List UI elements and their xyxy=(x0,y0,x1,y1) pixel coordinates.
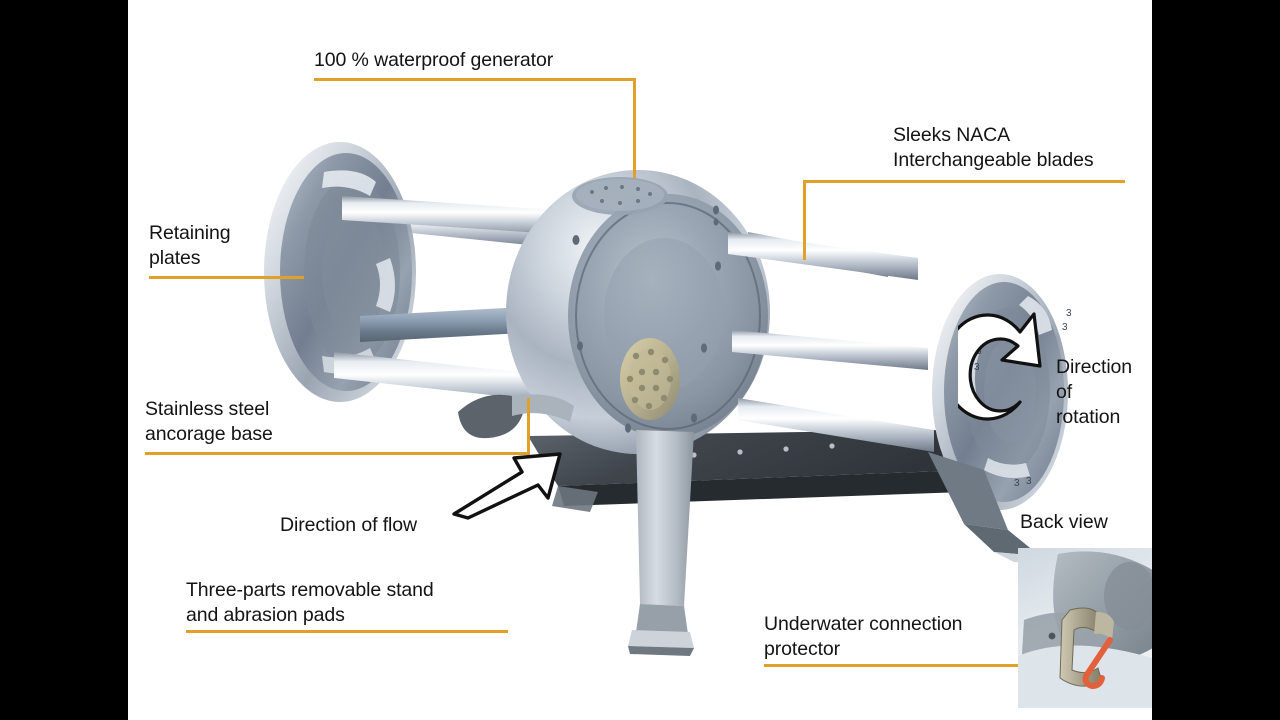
callout-anchorage-base: Stainless steel ancorage base xyxy=(145,398,273,445)
abrasion-pad xyxy=(628,630,694,648)
leader-removable-stand xyxy=(186,630,508,633)
letterbox-left xyxy=(0,0,128,720)
circular-arrow-clockwise-icon xyxy=(941,312,1042,421)
callout-naca-blades: Sleeks NACA Interchangeable blades xyxy=(893,124,1094,171)
leader-waterproof-generator-vertical xyxy=(633,78,636,178)
leader-naca-horizontal xyxy=(803,180,1125,183)
leader-anchorage-vertical xyxy=(527,398,530,455)
back-view-inset-photo xyxy=(1018,548,1152,708)
callout-retaining-plates: Retaining plates xyxy=(149,222,231,269)
leader-naca-vertical xyxy=(803,180,806,260)
svg-text:3: 3 xyxy=(1062,322,1068,333)
rotation-arrow-wrap xyxy=(941,302,1054,428)
leader-anchorage-horizontal xyxy=(145,452,530,455)
svg-text:3: 3 xyxy=(1066,308,1072,319)
svg-text:3: 3 xyxy=(974,362,980,373)
waterproof-generator-hub xyxy=(458,170,770,454)
stainless-anchorage-flange xyxy=(620,338,680,420)
straight-arrow-up-right-icon xyxy=(452,452,562,520)
inset-caption: Back view xyxy=(1020,511,1108,533)
callout-direction-of-rotation: Direction of rotation xyxy=(1056,356,1133,428)
letterbox-right xyxy=(1152,0,1280,720)
figure-canvas: 3 3 3 3 3 3 xyxy=(128,0,1152,720)
leader-waterproof-generator-horizontal xyxy=(314,78,636,81)
leader-retaining-plates xyxy=(149,276,304,279)
blade-tubes-right xyxy=(728,232,934,452)
svg-text:3: 3 xyxy=(1026,476,1032,487)
callout-waterproof-generator: 100 % waterproof generator xyxy=(314,49,554,71)
callout-removable-stand: Three-parts removable stand and abrasion… xyxy=(186,579,434,626)
svg-text:3: 3 xyxy=(1014,478,1020,489)
removable-stand xyxy=(552,430,1058,656)
callout-direction-of-flow: Direction of flow xyxy=(280,514,418,536)
leader-underwater-connector xyxy=(764,664,1044,667)
callout-underwater-connector: Underwater connection protector xyxy=(764,613,963,660)
flow-arrow-wrap xyxy=(448,448,568,520)
